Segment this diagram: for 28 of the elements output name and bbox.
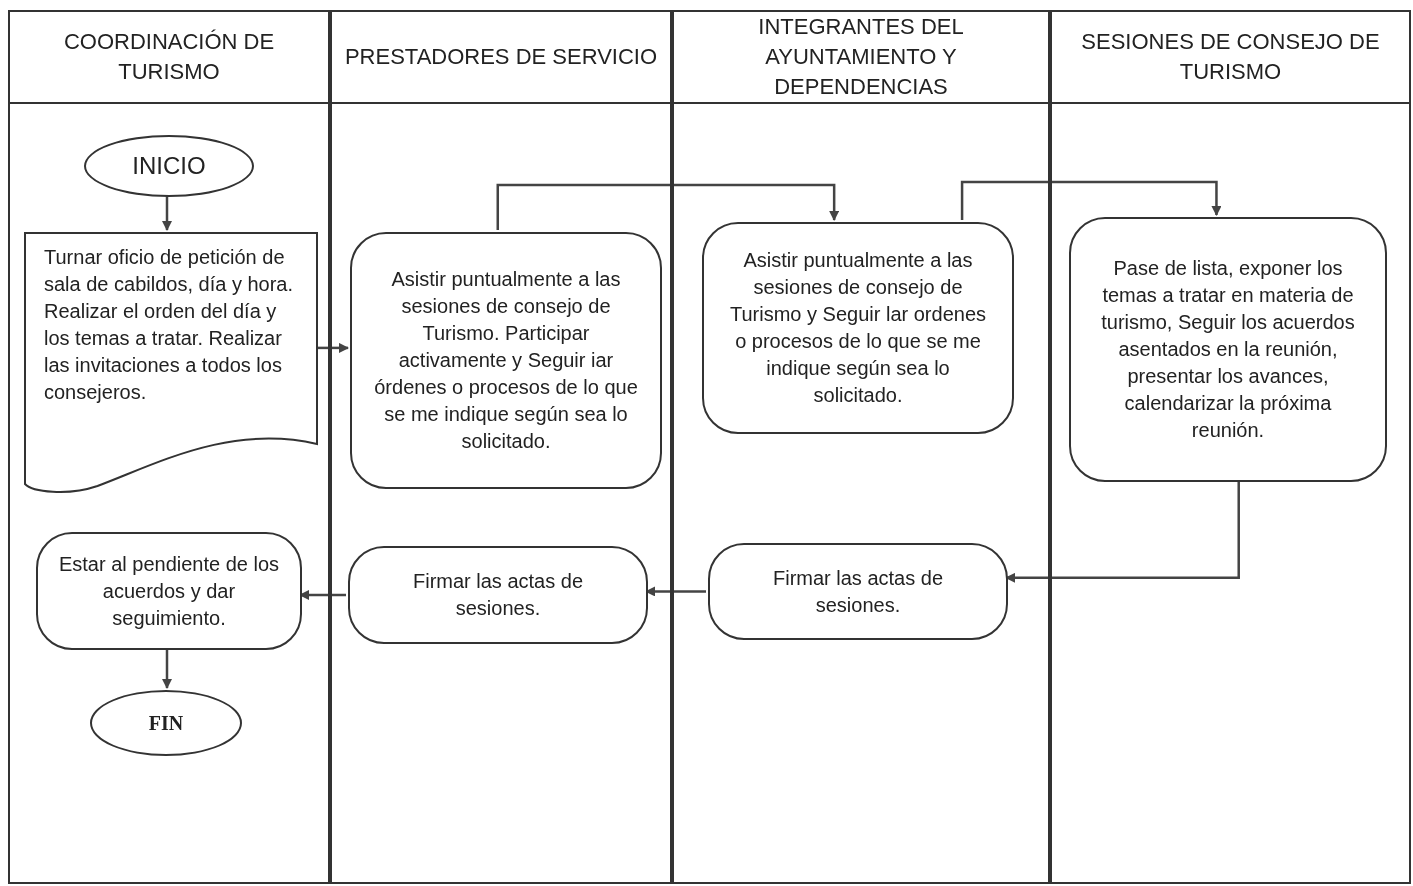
terminal-text: FIN bbox=[148, 711, 184, 736]
swimlane bbox=[8, 10, 330, 884]
process-text: Firmar las actas de sesiones. bbox=[771, 565, 945, 618]
process-text: Asistir puntualmente a las sesiones de consejo de Turismo y Seguir lar ordenes o procesos de lo que se me indique según sea lo solicitado. bbox=[729, 248, 987, 408]
process-text: Firmar las actas de sesiones. bbox=[411, 569, 585, 621]
document-shape bbox=[24, 232, 318, 494]
lane-header: INTEGRANTES DEL AYUNTAMIENTO Y DEPENDENCIAS bbox=[757, 13, 965, 101]
swimlane bbox=[1050, 10, 1411, 884]
terminal-text: INICIO bbox=[132, 151, 206, 181]
lane-header: SESIONES DE CONSEJO DE TURISMO bbox=[1080, 28, 1381, 86]
arrow bbox=[960, 180, 1222, 220]
process-text: Turnar oficio de petición de sala de cabildos, día y hora. Realizar el orden del día y los temas a tratar. Realizar las invitaciones a todos los consejeros. bbox=[44, 245, 295, 405]
process-text: Asistir puntualmente a las sesiones de consejo de Turismo. Participar activamente y Seguir iar órdenes o procesos de lo que se me indique según sea lo solicitado. bbox=[373, 267, 639, 454]
process-box bbox=[1069, 217, 1387, 482]
process-box bbox=[348, 546, 648, 644]
process-box bbox=[708, 543, 1008, 640]
process-text: Estar al pendiente de los acuerdos y dar seguimiento. bbox=[58, 551, 280, 631]
swimlane bbox=[330, 10, 672, 884]
process-box bbox=[36, 532, 302, 650]
arrow bbox=[162, 195, 172, 231]
swimlane bbox=[672, 10, 1050, 884]
arrow bbox=[162, 648, 172, 689]
lane-header: PRESTADORES DE SERVICIO bbox=[344, 43, 658, 71]
arrow bbox=[496, 183, 840, 230]
process-box bbox=[702, 222, 1014, 434]
lane-header: COORDINACIÓN DE TURISMO bbox=[62, 28, 276, 86]
process-text: Pase de lista, exponer los temas a tratar en materia de turismo, Seguir los acuerdos asentados en la reunión, presentar los avances, calendarizar la próxima reunión. bbox=[1100, 256, 1356, 443]
process-box bbox=[350, 232, 662, 489]
